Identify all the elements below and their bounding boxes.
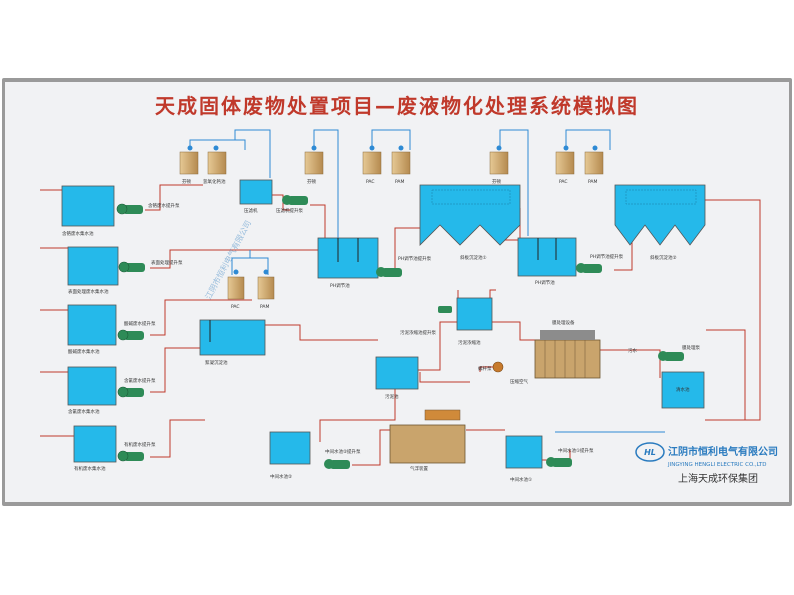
fenton-2-label: 芬顿 — [492, 178, 501, 185]
pump-4[interactable]: 含氰废水提升泵 — [117, 377, 156, 398]
pac-3-label: PAC — [559, 179, 568, 185]
pac-2-label: PAC — [366, 179, 375, 185]
air-lines — [189, 129, 665, 433]
tank-1-label: 含铬废水集水池 — [62, 230, 94, 237]
pump-1-label: 含铬废水提升泵 — [148, 202, 180, 209]
pac-barrel-2: PAC — [362, 151, 382, 185]
pump-3[interactable]: 酸碱废水提升泵 — [117, 320, 156, 341]
mbr-pump-label: 膜处理泵 — [682, 344, 700, 351]
pump-2[interactable]: 表面处理提升泵 — [118, 259, 183, 273]
sed-2-label: 斜板沉淀池② — [650, 254, 677, 261]
source-tank-4: 含氰废水集水池 — [67, 366, 117, 415]
ph-tank-1: PH调节池 — [317, 237, 379, 289]
pam-2-label: PAM — [588, 179, 598, 185]
pam-barrel-2: PAM — [584, 151, 604, 185]
air-label: 压缩空气 — [510, 378, 528, 385]
source-tank-2: 表面处理废水集水池 — [67, 246, 119, 295]
logo-company-cn: 江阴市恒利电气有限公司 — [668, 445, 778, 458]
pac-barrel-1: 芬顿 — [304, 151, 324, 185]
fenton-label: 芬顿 — [182, 178, 191, 185]
sludge-pump-label: 污泥浓缩池提升泵 — [400, 329, 436, 336]
logo-company-en: JINGYING HENGLI ELECTRIC CO.,LTD — [667, 462, 766, 468]
screw-pump-label: 螺杆泵 — [478, 365, 492, 372]
air-flotation: 气浮装置 — [389, 409, 466, 472]
membrane-unit: 膜处理设备 — [534, 319, 601, 379]
filtrate-pump-label: 压滤机提升泵 — [276, 207, 303, 214]
tank-3-label: 酸碱废水集水池 — [68, 348, 100, 355]
mid-1-label: 中间水池① — [510, 476, 532, 483]
ph-pump-1-label: PH调节池提升泵 — [398, 255, 432, 262]
tank-2-label: 表面处理废水集水池 — [68, 288, 109, 295]
tank-5-label: 有机废水集水池 — [74, 465, 106, 472]
sed-1-label: 斜板沉淀池① — [460, 254, 487, 261]
fenton-barrel-2: 芬顿 — [489, 151, 509, 185]
wastewater-label: 污水 — [628, 347, 637, 354]
fenton-barrel: 芬顿 — [179, 151, 199, 185]
pump-1[interactable]: 含铬废水提升泵 — [116, 202, 180, 215]
mid-2-label: 中间水池② — [270, 473, 292, 480]
mid-pump-1[interactable]: 中间水池①提升泵 — [546, 447, 594, 467]
dosing-valves[interactable] — [187, 145, 598, 275]
pump-2-label: 表面处理提升泵 — [151, 259, 183, 266]
source-tank-3: 酸碱废水集水池 — [67, 304, 117, 355]
tank-4-label: 含氰废水集水池 — [68, 408, 100, 415]
company-logo: HL 江阴市恒利电气有限公司 JINGYING HENGLI ELECTRIC … — [635, 442, 778, 485]
pump-5-label: 有机废水提升泵 — [124, 441, 156, 448]
source-tank-1: 含铬废水集水池 — [61, 185, 115, 237]
logo-group: 上海天成环保集团 — [678, 472, 758, 485]
ph-pump-2[interactable]: PH调节池提升泵 — [576, 253, 624, 273]
mbr-pump[interactable]: 膜处理泵 — [658, 344, 700, 361]
ca-barrel: 氢氧化钙池 — [203, 151, 227, 185]
sedimentation-1: 斜板沉淀池① — [419, 184, 521, 261]
pipe-network — [40, 184, 761, 466]
screw-pump[interactable]: 螺杆泵 — [478, 361, 504, 373]
clean-water-tank: 清水池 — [661, 371, 705, 409]
pam-barrel-1: PAM — [391, 151, 411, 185]
pac-4-label: PAC — [231, 304, 240, 310]
ph-pump-1[interactable]: PH调节池提升泵 — [376, 255, 432, 277]
pump-5[interactable]: 有机废水提升泵 — [117, 441, 156, 462]
mid-pump-2-label: 中间水池②提升泵 — [325, 448, 361, 455]
ph-2-label: PH调节池 — [535, 279, 555, 286]
sludge-tank: 污泥池 — [375, 356, 419, 400]
coag-label: 絮凝沉淀池 — [205, 359, 228, 366]
pam-1-label: PAM — [395, 179, 405, 185]
ph-pump-2-label: PH调节池提升泵 — [590, 253, 624, 260]
clean-tank-label: 清水池 — [676, 386, 690, 393]
ca-label: 氢氧化钙池 — [203, 178, 226, 185]
calcium-tank: 压滤机 — [239, 179, 273, 214]
sludge-pump[interactable]: 污泥浓缩池提升泵 — [400, 306, 452, 336]
sludge-tank-label: 污泥池 — [385, 393, 399, 400]
diagram-title: 天成固体废物处置项目—废液物化处理系统模拟图 — [155, 94, 639, 118]
mid-pump-2[interactable]: 中间水池②提升泵 — [324, 448, 361, 469]
ph-1-label: PH调节池 — [330, 282, 350, 289]
pam-barrel-3: PAM — [257, 276, 275, 310]
pac-1-label: 芬顿 — [307, 178, 316, 185]
pac-barrel-4: PAC — [227, 276, 245, 310]
mid-tank-1: 中间水池① — [505, 435, 543, 483]
coagulation-tank: 絮凝沉淀池 — [199, 319, 266, 366]
aeration-label: 气浮装置 — [410, 465, 428, 472]
mbr-label: 膜处理设备 — [552, 319, 575, 326]
logo-mark: HL — [644, 448, 656, 457]
sedimentation-2: 斜板沉淀池② — [614, 184, 706, 261]
pac-barrel-3: PAC — [555, 151, 575, 185]
filtrate-pump[interactable]: 压滤机提升泵 — [276, 195, 308, 214]
mid-pump-1-label: 中间水池①提升泵 — [558, 447, 594, 454]
pump-3-label: 酸碱废水提升泵 — [124, 320, 156, 327]
thickener-label: 污泥浓缩池 — [458, 339, 481, 346]
ph-tank-2: PH调节池 — [517, 237, 577, 286]
thickener-tank: 污泥浓缩池 — [456, 297, 493, 346]
pump-4-label: 含氰废水提升泵 — [124, 377, 156, 384]
pam-3-label: PAM — [260, 304, 270, 310]
pressure-filter-label: 压滤机 — [244, 207, 258, 214]
source-tank-5: 有机废水集水池 — [73, 425, 117, 472]
mid-tank-2: 中间水池② — [269, 431, 311, 480]
